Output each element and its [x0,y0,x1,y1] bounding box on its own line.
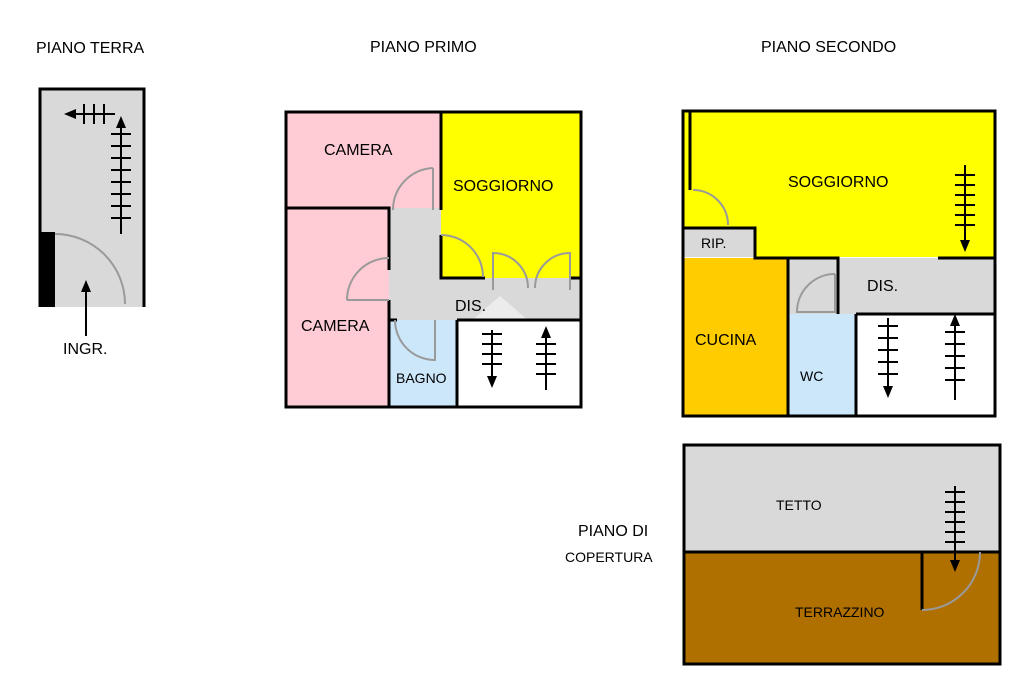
first-door-living [440,234,484,278]
first-living-area [441,112,581,278]
roof-floor-title-line2: COPERTURA [565,549,653,565]
first-living-label: SOGGIORNO [453,178,553,195]
first-floor-title: PIANO PRIMO [370,39,477,56]
roof-floor: PIANO DI COPERTURA TETTO TERRAZZINO [565,443,1002,666]
first-bath-label: BAGNO [396,370,447,386]
second-living-label: SOGGIORNO [788,174,888,191]
ground-floor-title: PIANO TERRA [36,40,145,57]
entrance-door-arc [54,233,126,305]
first-camera-bottom-label: CAMERA [301,318,370,335]
first-bath-area [389,320,457,407]
entrance-label: INGR. [63,341,107,358]
first-camera-top-label: CAMERA [324,142,393,159]
first-stair-down-icon [482,330,502,388]
first-door-bath [394,319,436,362]
ground-floor-area [40,89,144,307]
first-stair-up-icon [536,326,556,390]
ground-floor: PIANO TERRA [36,40,146,358]
terrace-label: TERRAZZINO [795,604,885,620]
second-door-wc [795,273,836,313]
second-door-storage [692,189,729,226]
second-kitchen-label: CUCINA [695,332,757,349]
roof-stair-icon [945,486,965,572]
second-wc-label: WC [800,368,823,384]
second-stair-up-icon [945,314,965,400]
second-hall-area [788,258,995,314]
first-hall-label: DIS. [455,298,486,315]
terrace-area [684,552,1000,664]
roof-floor-title-line1: PIANO DI [578,523,648,540]
first-stair-area [457,320,581,407]
second-stair-down-icon [878,318,898,398]
second-wc-area [788,314,856,416]
second-storage-area [683,228,755,257]
second-storage-label: RIP. [701,235,726,251]
ground-stair-icon [64,104,131,234]
second-hall-label: DIS. [867,278,898,295]
entrance-arrow-icon [81,280,91,336]
roof-door-arc [921,551,981,611]
roof-label: TETTO [776,497,822,513]
first-door-camera-top [391,167,434,211]
first-camera-bottom-area [286,208,389,407]
second-stair-area [856,314,995,416]
first-hall-area [389,208,441,320]
first-door-living-double [492,251,571,290]
second-kitchen-area [683,258,788,416]
first-floor: PIANO PRIMO [284,39,583,409]
second-floor: PIANO SECONDO [681,39,997,418]
first-camera-top-area [286,112,441,208]
first-door-camera-bottom [346,257,390,301]
second-stair-living-icon [955,165,975,252]
second-floor-title: PIANO SECONDO [761,39,896,56]
roof-area [684,445,1000,552]
